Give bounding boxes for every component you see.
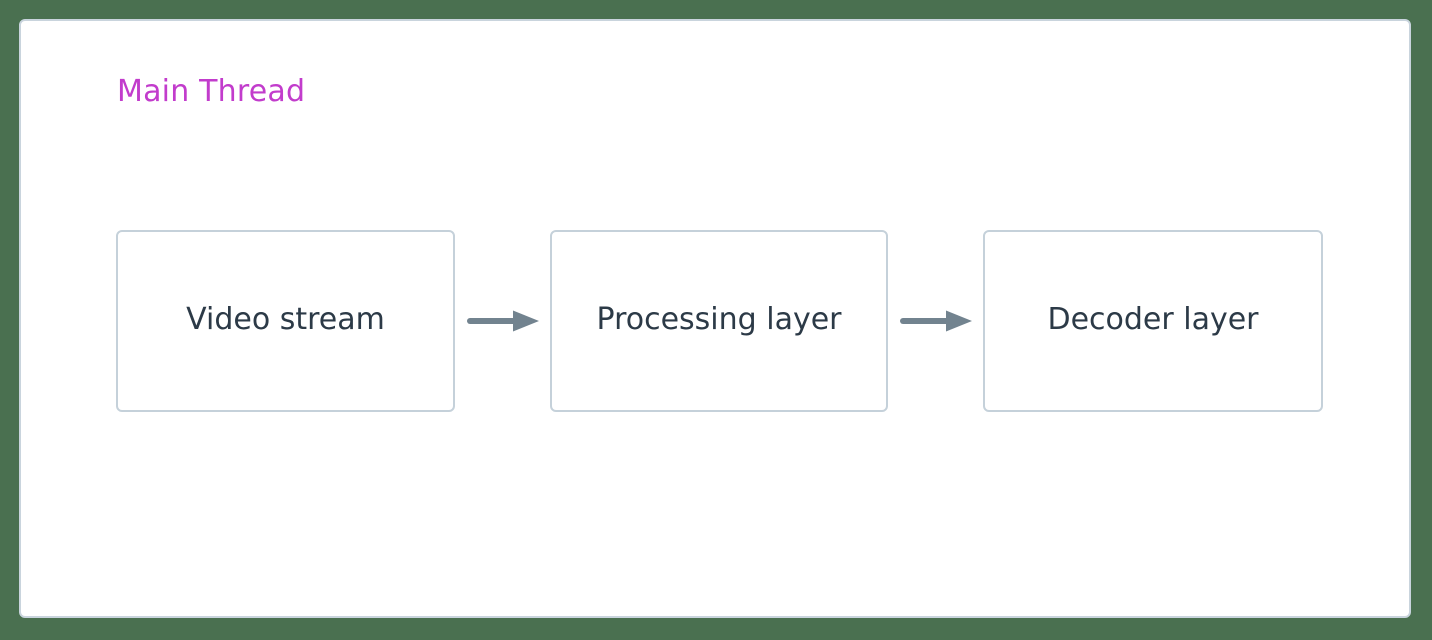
edge-arrow-1	[455, 309, 550, 333]
node-video-stream-label: Video stream	[186, 302, 385, 337]
arrow-right-icon	[466, 310, 539, 332]
subgraph-main-thread: Main Thread Video stream Processing laye…	[19, 19, 1411, 618]
subgraph-title: Main Thread	[117, 74, 306, 109]
node-decoder-layer[interactable]: Decoder layer	[983, 230, 1323, 412]
node-processing-layer-label: Processing layer	[596, 302, 842, 337]
node-decoder-layer-label: Decoder layer	[1047, 302, 1259, 337]
node-processing-layer[interactable]: Processing layer	[550, 230, 888, 412]
edge-arrow-2	[888, 309, 983, 333]
arrow-right-icon	[899, 310, 972, 332]
node-video-stream[interactable]: Video stream	[116, 230, 455, 412]
flow-row: Video stream Processing layer Decoder la…	[116, 230, 1323, 412]
